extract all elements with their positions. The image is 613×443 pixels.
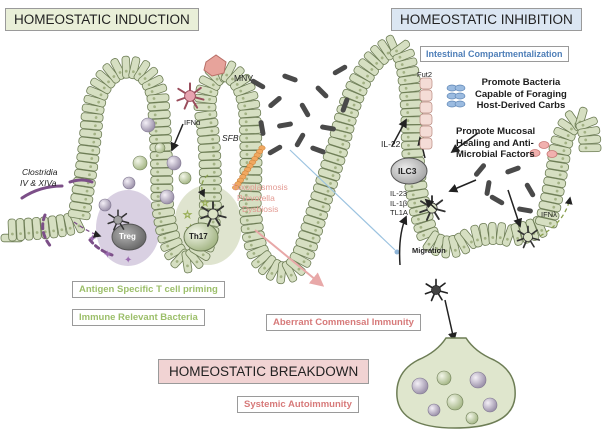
treg-cell-icon [111, 223, 147, 251]
label-treg: Treg [119, 232, 136, 241]
title-homeostatic-inhibition: HOMEOSTATIC INHIBITION [391, 8, 582, 31]
mnv-virus-icon [203, 54, 227, 77]
label-clostridia: Clostridia [22, 167, 58, 177]
aberrant-text: Aberrant Commensal Immunity [273, 317, 414, 328]
label-sfb: SFB [222, 133, 239, 143]
immune-cell-sphere-icon [98, 117, 192, 212]
label-prevotella: Prevotella [237, 193, 275, 203]
box-immune-relevant: Immune Relevant Bacteria [72, 309, 205, 326]
label-toxoplasmosis: Toxoplasmosis [232, 182, 288, 192]
fut2-cells [419, 77, 433, 150]
bacteria-rod-icon [250, 64, 536, 214]
label-migration: Migration [412, 246, 446, 255]
systemic-text: Systemic Autoimmunity [244, 399, 352, 410]
box-systemic-autoimmunity: Systemic Autoimmunity [237, 396, 359, 413]
promote-mucosal-line3: Microbial Factors [456, 149, 535, 160]
antigen-text: Antigen Specific T cell priming [79, 284, 218, 295]
ilc3-cell-icon [390, 157, 428, 185]
arrow-icon [170, 118, 522, 342]
cytokine-tl1a: TL1A [390, 208, 408, 217]
svg-text:☆: ☆ [201, 199, 209, 209]
svg-text:☆: ☆ [183, 210, 192, 221]
label-ifnl: IFNλ [541, 210, 557, 219]
cytokine-il23: IL-23 [390, 189, 408, 198]
cytokine-il1b: IL-1β [390, 198, 408, 208]
title-induction-text: HOMEOSTATIC INDUCTION [14, 12, 190, 27]
promote-mucosal-line1: Promote Mucosal [456, 126, 536, 137]
label-dysbiosis: Dysbiosis [242, 204, 279, 214]
title-inhibition-text: HOMEOSTATIC INHIBITION [400, 12, 573, 27]
immune-text: Immune Relevant Bacteria [79, 312, 198, 323]
intestinal-text: Intestinal Compartmentalization [426, 49, 563, 59]
label-ifna: IFNα [184, 118, 201, 127]
promote-bacteria-line3: Host-Derived Carbs [476, 100, 566, 111]
breakdown-arrow [254, 229, 325, 287]
dashed-arrow-icon [197, 174, 573, 237]
promote-mucosal-line2: Healing and Anti- [456, 137, 534, 149]
antigen-dot [394, 249, 400, 255]
box-antigen-specific: Antigen Specific T cell priming [72, 281, 225, 298]
label-promote-bacteria: Promote Bacteria Capable of Foraging Hos… [475, 77, 567, 112]
label-th17: Th17 [189, 232, 208, 241]
dashed-arrow-purple [73, 221, 102, 238]
title-homeostatic-induction: HOMEOSTATIC INDUCTION [5, 8, 199, 31]
label-promote-mucosal: Promote Mucosal Healing and Anti- Microb… [456, 126, 535, 161]
th17-cell-icon [183, 222, 219, 252]
promote-bacteria-line2: Capable of Foraging [475, 88, 567, 100]
label-ilc3: ILC3 [398, 166, 417, 176]
label-cytokines: IL-23 IL-1β TL1A [390, 189, 408, 218]
virus-particle-icon [529, 141, 558, 158]
label-mnv: MNV [234, 73, 253, 83]
svg-text:✦: ✦ [103, 248, 112, 261]
box-intestinal-compartmentalization: Intestinal Compartmentalization [420, 46, 569, 62]
antigen-trafficking-line [289, 149, 396, 251]
label-il22: IL-22 [381, 139, 401, 149]
fut2-receptor-icon [446, 84, 466, 108]
label-clostridia-types: IV & XIVa [20, 178, 57, 188]
svg-text:✦: ✦ [88, 232, 97, 245]
lymph-node-cells [411, 370, 498, 425]
title-homeostatic-breakdown: HOMEOSTATIC BREAKDOWN [158, 359, 370, 384]
svg-text:✦: ✦ [124, 255, 132, 266]
promote-bacteria-line1: Promote Bacteria [481, 77, 561, 88]
box-aberrant-commensal: Aberrant Commensal Immunity [266, 314, 421, 331]
clostridia-icon [20, 178, 114, 257]
sfb-filament-icon [232, 145, 266, 191]
label-fut2: Fut2 [417, 70, 433, 79]
title-breakdown-text: HOMEOSTATIC BREAKDOWN [169, 364, 359, 379]
